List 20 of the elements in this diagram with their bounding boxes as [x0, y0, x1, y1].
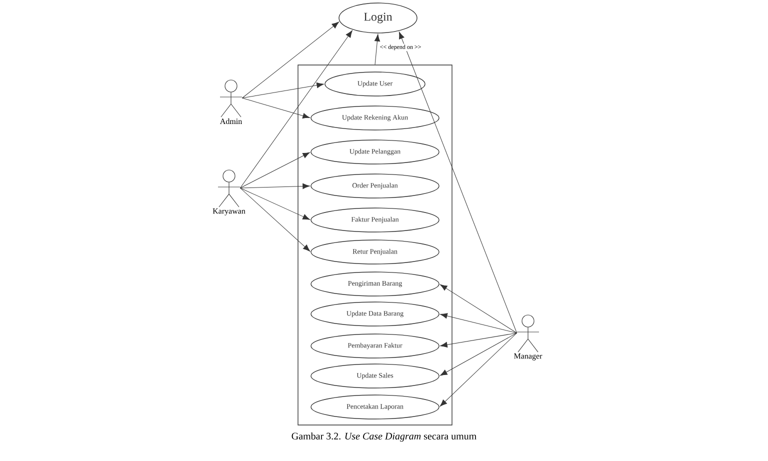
arrow — [440, 284, 518, 334]
arrow — [240, 188, 310, 252]
system-boundary — [298, 64, 452, 426]
arrow — [242, 82, 324, 98]
arrow — [240, 183, 310, 190]
actor: Karyawan — [212, 170, 246, 216]
arrow — [374, 34, 380, 65]
caption: Gambar 3.2. Use Case Diagram secara umum — [292, 432, 476, 442]
arrow — [240, 30, 352, 188]
arrow — [240, 188, 310, 220]
arrow — [440, 313, 518, 334]
arrow — [242, 22, 340, 98]
arrow — [242, 98, 310, 119]
actor: Admin — [220, 80, 242, 124]
arrow — [440, 332, 518, 407]
arrow — [398, 32, 518, 334]
arrow — [240, 152, 310, 188]
arrow — [440, 332, 518, 376]
arrow — [440, 332, 518, 348]
actor: Manager — [514, 314, 542, 360]
